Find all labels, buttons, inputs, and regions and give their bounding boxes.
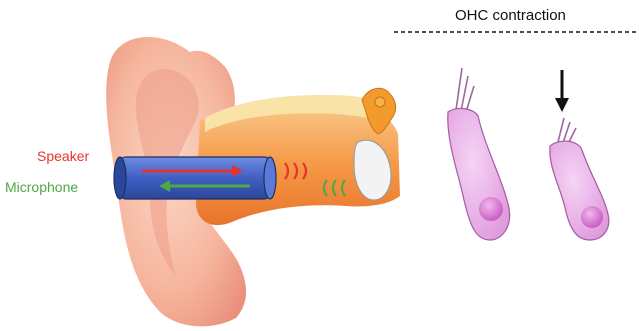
cell-body-contracted	[550, 141, 609, 240]
speaker-label: Speaker	[37, 149, 89, 163]
stereocilia-contracted	[558, 118, 576, 144]
ossicle-head	[375, 97, 385, 107]
outer-hair-cell-contracted	[550, 118, 609, 240]
microphone-label: Microphone	[5, 180, 78, 194]
probe-back-face	[264, 157, 276, 199]
stereocilia-relaxed	[456, 68, 474, 112]
nucleus-relaxed	[479, 197, 503, 221]
ohc-contraction-title: OHC contraction	[455, 8, 566, 23]
probe-front-face	[114, 157, 126, 199]
contraction-arrowhead	[555, 98, 569, 112]
cell-body-relaxed	[448, 109, 510, 240]
nucleus-contracted	[581, 206, 603, 228]
probe-tube	[120, 157, 270, 199]
outer-hair-cell-relaxed	[448, 68, 510, 240]
